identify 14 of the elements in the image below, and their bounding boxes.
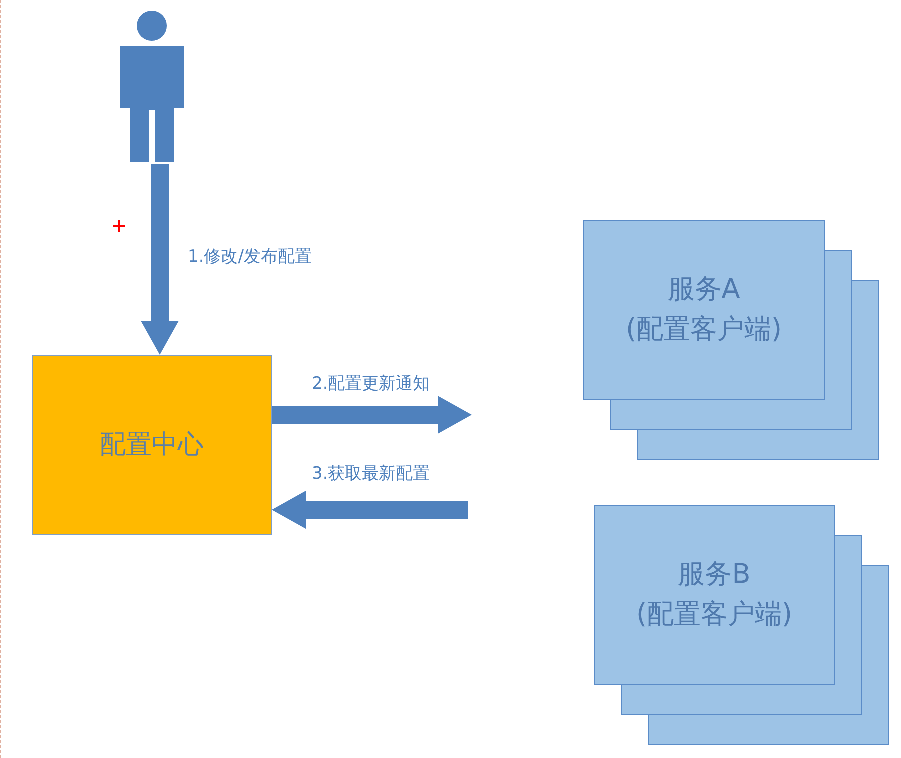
edge-label: 1.修改/发布配置	[188, 246, 312, 269]
node-text: (配置客户端)	[636, 598, 793, 632]
node-text: 服务A	[668, 273, 740, 307]
block-arrow	[272, 396, 472, 434]
block-arrow	[141, 164, 179, 355]
node-text: 配置中心	[100, 428, 204, 462]
service-box	[583, 220, 825, 400]
node-text: 服务B	[678, 558, 751, 592]
service-box	[594, 505, 835, 685]
edge-label: 2.配置更新通知	[312, 373, 430, 396]
block-arrow	[272, 491, 468, 529]
config-center-box	[32, 355, 272, 535]
node-text: (配置客户端)	[626, 313, 782, 347]
edge-label: 3.获取最新配置	[312, 463, 430, 486]
